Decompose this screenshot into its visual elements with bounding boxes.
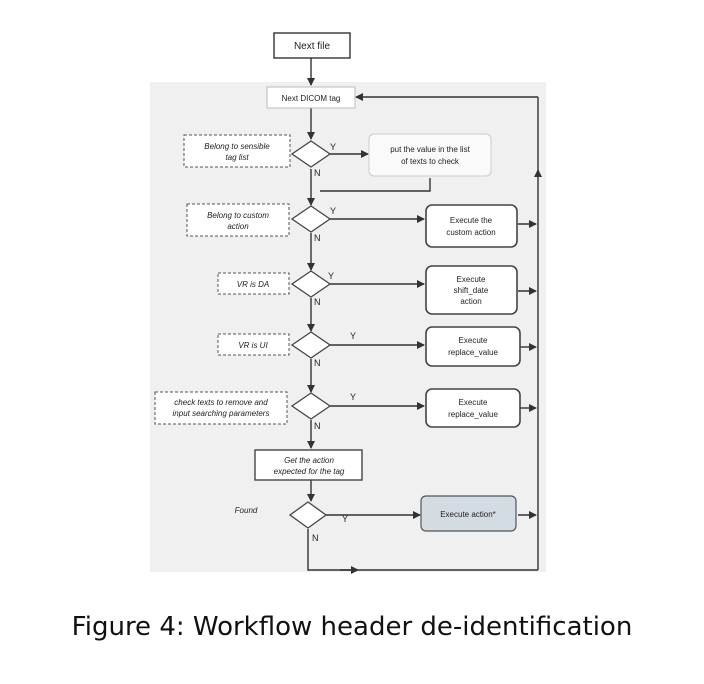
condition-found-label: Found <box>235 506 258 515</box>
next-dicom-tag-label: Next DICOM tag <box>282 94 341 103</box>
figure-caption: Figure 4: Workflow header de-identificat… <box>71 612 633 642</box>
execute-custom-label-1: Execute the <box>450 216 493 225</box>
get-action-box <box>254 449 363 481</box>
no-label: N <box>312 533 319 543</box>
decision-diamond-vr-da <box>290 270 332 298</box>
put-value-box <box>368 133 492 177</box>
condition-box-custom <box>186 203 290 237</box>
execute-custom-label-2: custom action <box>446 228 495 237</box>
execute-replace-1-label-2: replace_value <box>448 348 498 357</box>
execute-shift-date-box <box>425 265 518 315</box>
no-label: N <box>314 168 321 178</box>
condition-custom-label-2: action <box>227 222 249 231</box>
next-file-label: Next file <box>294 41 331 52</box>
no-label: N <box>314 421 321 431</box>
execute-replace-value-box-1 <box>425 326 521 367</box>
condition-box-vr-da <box>217 272 290 295</box>
put-value-label-1: put the value in the list <box>390 145 470 154</box>
execute-action-label: Execute action* <box>440 510 496 519</box>
execute-replace-1-label-1: Execute <box>459 336 488 345</box>
decision-diamond-vr-ui <box>290 331 332 359</box>
next-dicom-tag-box <box>266 86 356 109</box>
yes-label: Y <box>330 142 336 152</box>
condition-vr-da-label: VR is DA <box>237 280 269 289</box>
get-action-label-2: expected for the tag <box>274 467 345 476</box>
condition-box-check-texts <box>154 391 288 425</box>
yes-label: Y <box>342 514 348 524</box>
yes-label: Y <box>350 331 356 341</box>
yes-label: Y <box>330 206 336 216</box>
execute-custom-box <box>425 204 518 248</box>
execute-shift-label-2: shift_date <box>454 286 489 295</box>
execute-replace-value-box-2 <box>425 388 521 428</box>
execute-replace-2-label-2: replace_value <box>448 410 498 419</box>
condition-box-vr-ui <box>217 333 290 356</box>
decision-diamond-sensible <box>290 140 332 168</box>
yes-label: Y <box>328 271 334 281</box>
connectors <box>307 58 542 574</box>
execute-action-box <box>420 495 517 532</box>
no-label: N <box>314 297 321 307</box>
decision-diamond-found <box>288 501 328 529</box>
condition-box-sensible <box>183 134 291 168</box>
execute-shift-label-3: action <box>460 297 481 306</box>
decision-diamond-check-texts <box>290 392 332 420</box>
decision-diamond-custom <box>290 205 332 233</box>
put-value-label-2: of texts to check <box>401 157 460 166</box>
no-label: N <box>314 358 321 368</box>
next-file-box <box>273 32 351 59</box>
no-label: N <box>314 233 321 243</box>
condition-sensible-label-2: tag list <box>225 153 249 162</box>
condition-sensible-label-1: Belong to sensible <box>204 142 270 151</box>
execute-replace-2-label-1: Execute <box>459 398 488 407</box>
condition-custom-label-1: Belong to custom <box>207 211 269 220</box>
condition-check-texts-label-2: input searching parameters <box>173 409 270 418</box>
condition-vr-ui-label: VR is UI <box>238 341 268 350</box>
execute-shift-label-1: Execute <box>457 275 486 284</box>
condition-check-texts-label-1: check texts to remove and <box>174 398 268 407</box>
yes-label: Y <box>350 392 356 402</box>
get-action-label-1: Get the action <box>284 456 334 465</box>
